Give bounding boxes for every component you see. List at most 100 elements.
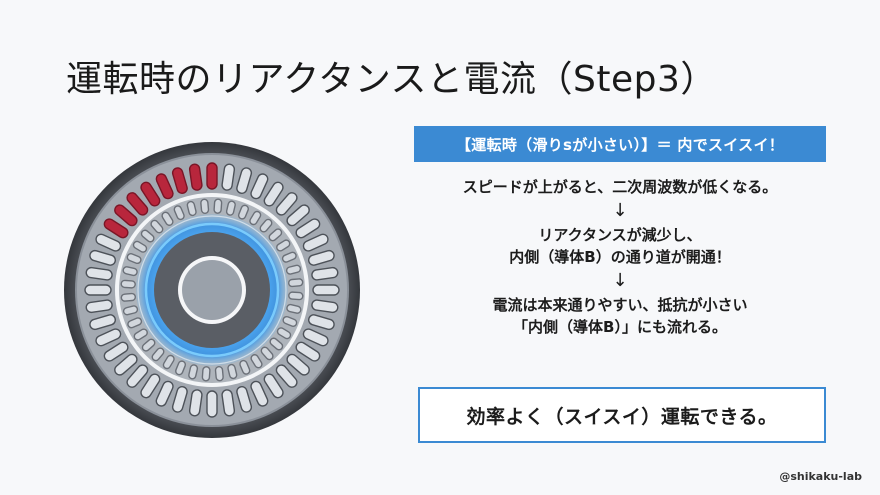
- stator-slot: [275, 364, 298, 388]
- stator-slot-active: [171, 167, 188, 194]
- rotor-slot: [120, 279, 136, 289]
- stator-slot: [236, 167, 253, 194]
- stator-slot: [275, 192, 298, 216]
- stator-slot: [308, 249, 335, 266]
- stator-slot: [140, 373, 161, 399]
- shaft: [182, 260, 242, 320]
- stator-slot: [302, 328, 329, 347]
- stator-slot-active: [126, 192, 149, 216]
- stator-slot: [126, 364, 149, 388]
- rotor-slot: [132, 240, 148, 253]
- stator-slot: [311, 266, 339, 281]
- stator-slot: [302, 233, 329, 252]
- rotor-slot: [141, 338, 156, 352]
- rotor-slot: [213, 198, 223, 214]
- stator-slot: [308, 314, 335, 331]
- stator-slot: [188, 389, 203, 417]
- rotor-slot: [281, 251, 297, 263]
- stator-slot: [312, 284, 340, 296]
- motor-cross-section-diagram: [64, 142, 360, 438]
- rotor-slot: [269, 337, 284, 351]
- stator-slot: [103, 341, 129, 362]
- rotor-slot: [276, 327, 292, 340]
- explanation-steps: スピードが上がると、二次周波数が低くなる。 ↓ リアクタンスが減少し、 内側（導…: [414, 176, 826, 338]
- rotor-slot: [162, 354, 175, 370]
- rotor-slot: [151, 347, 165, 362]
- stator-slot: [250, 380, 269, 407]
- down-arrow-icon: ↓: [612, 270, 628, 291]
- rotor-slot: [276, 239, 291, 252]
- rotor-slot: [188, 364, 199, 380]
- rotor-slot: [285, 264, 302, 275]
- rotor-slot: [127, 317, 143, 329]
- down-arrow-icon: ↓: [612, 200, 628, 221]
- author-credit: @shikaku-lab: [779, 470, 862, 483]
- stator-slot: [263, 373, 284, 399]
- rotor-slot: [282, 315, 298, 327]
- rotor-slot: [122, 305, 139, 316]
- rotor-slot: [225, 200, 236, 216]
- stator-slot: [311, 299, 339, 314]
- rotor-slot: [250, 354, 263, 369]
- stator-slot: [155, 380, 174, 407]
- stator-slot: [84, 284, 112, 296]
- rotor-slot: [133, 328, 148, 341]
- stator-slot: [95, 328, 122, 347]
- rotor-slot: [161, 211, 174, 226]
- stator-slot: [250, 173, 269, 200]
- rotor-slot: [186, 200, 197, 217]
- rotor-slot: [227, 363, 238, 380]
- stator-slot-active: [188, 163, 203, 191]
- stator-slot: [286, 353, 310, 376]
- stator-slot: [171, 386, 188, 413]
- rotor-slot: [249, 210, 262, 226]
- rotor-slot: [122, 266, 138, 277]
- rotor-slot: [201, 366, 211, 382]
- rotor-slot: [150, 219, 164, 234]
- rotor-slot: [140, 229, 155, 243]
- stator-slot-active: [155, 173, 174, 200]
- stator-slot: [221, 389, 236, 417]
- rotor-slot: [173, 205, 185, 221]
- stator-slot: [263, 181, 284, 207]
- rotor-slot: [239, 359, 251, 375]
- stator-slot: [95, 233, 122, 252]
- stator-slot: [89, 314, 116, 331]
- stator-slot-active: [140, 181, 161, 207]
- rotor-slot: [287, 278, 304, 288]
- rotor-slot: [175, 360, 187, 376]
- stator-slot: [89, 249, 116, 266]
- stator-slot-active: [114, 204, 138, 227]
- stator-slots: [84, 162, 340, 418]
- stator-slot: [85, 266, 113, 281]
- stator-slot: [286, 204, 310, 227]
- stator-slot: [221, 163, 236, 191]
- rotor-slot: [259, 218, 273, 233]
- step-current: 電流は本来通りやすい、抵抗が小さい: [492, 296, 748, 314]
- rotor-slot: [200, 198, 210, 215]
- stator-slot: [206, 390, 218, 418]
- stator-slot-active: [103, 218, 129, 239]
- stator-slot: [295, 341, 321, 362]
- step-reactance: リアクタンスが減少し、: [538, 226, 702, 244]
- rotor-slot: [268, 228, 283, 242]
- rotor-slot: [237, 204, 249, 220]
- step-frequency: スピードが上がると、二次周波数が低くなる。: [462, 178, 778, 196]
- stator-slot: [236, 386, 253, 413]
- stator-slot: [85, 299, 113, 314]
- step-current-inner: 「内側（導体B）」にも流れる。: [513, 318, 727, 336]
- rotor-slots: [120, 198, 304, 382]
- stator-slot: [295, 218, 321, 239]
- rotor-slot: [214, 365, 224, 382]
- rotor-slot: [260, 346, 274, 361]
- slide-title: 運転時のリアクタンスと電流（Step3）: [66, 59, 717, 100]
- rotor-slot: [286, 303, 302, 314]
- stator-slot-active: [206, 162, 218, 190]
- condition-banner: 【運転時（滑りsが小さい）】＝ 内でスイスイ！: [414, 126, 826, 162]
- step-path-open: 内側（導体B）の通り道が開通！: [509, 248, 731, 266]
- rotor-slot: [288, 291, 304, 301]
- rotor-slot: [126, 253, 142, 265]
- result-box: 効率よく（スイスイ）運転できる。: [418, 387, 826, 443]
- stator-slot: [114, 353, 138, 376]
